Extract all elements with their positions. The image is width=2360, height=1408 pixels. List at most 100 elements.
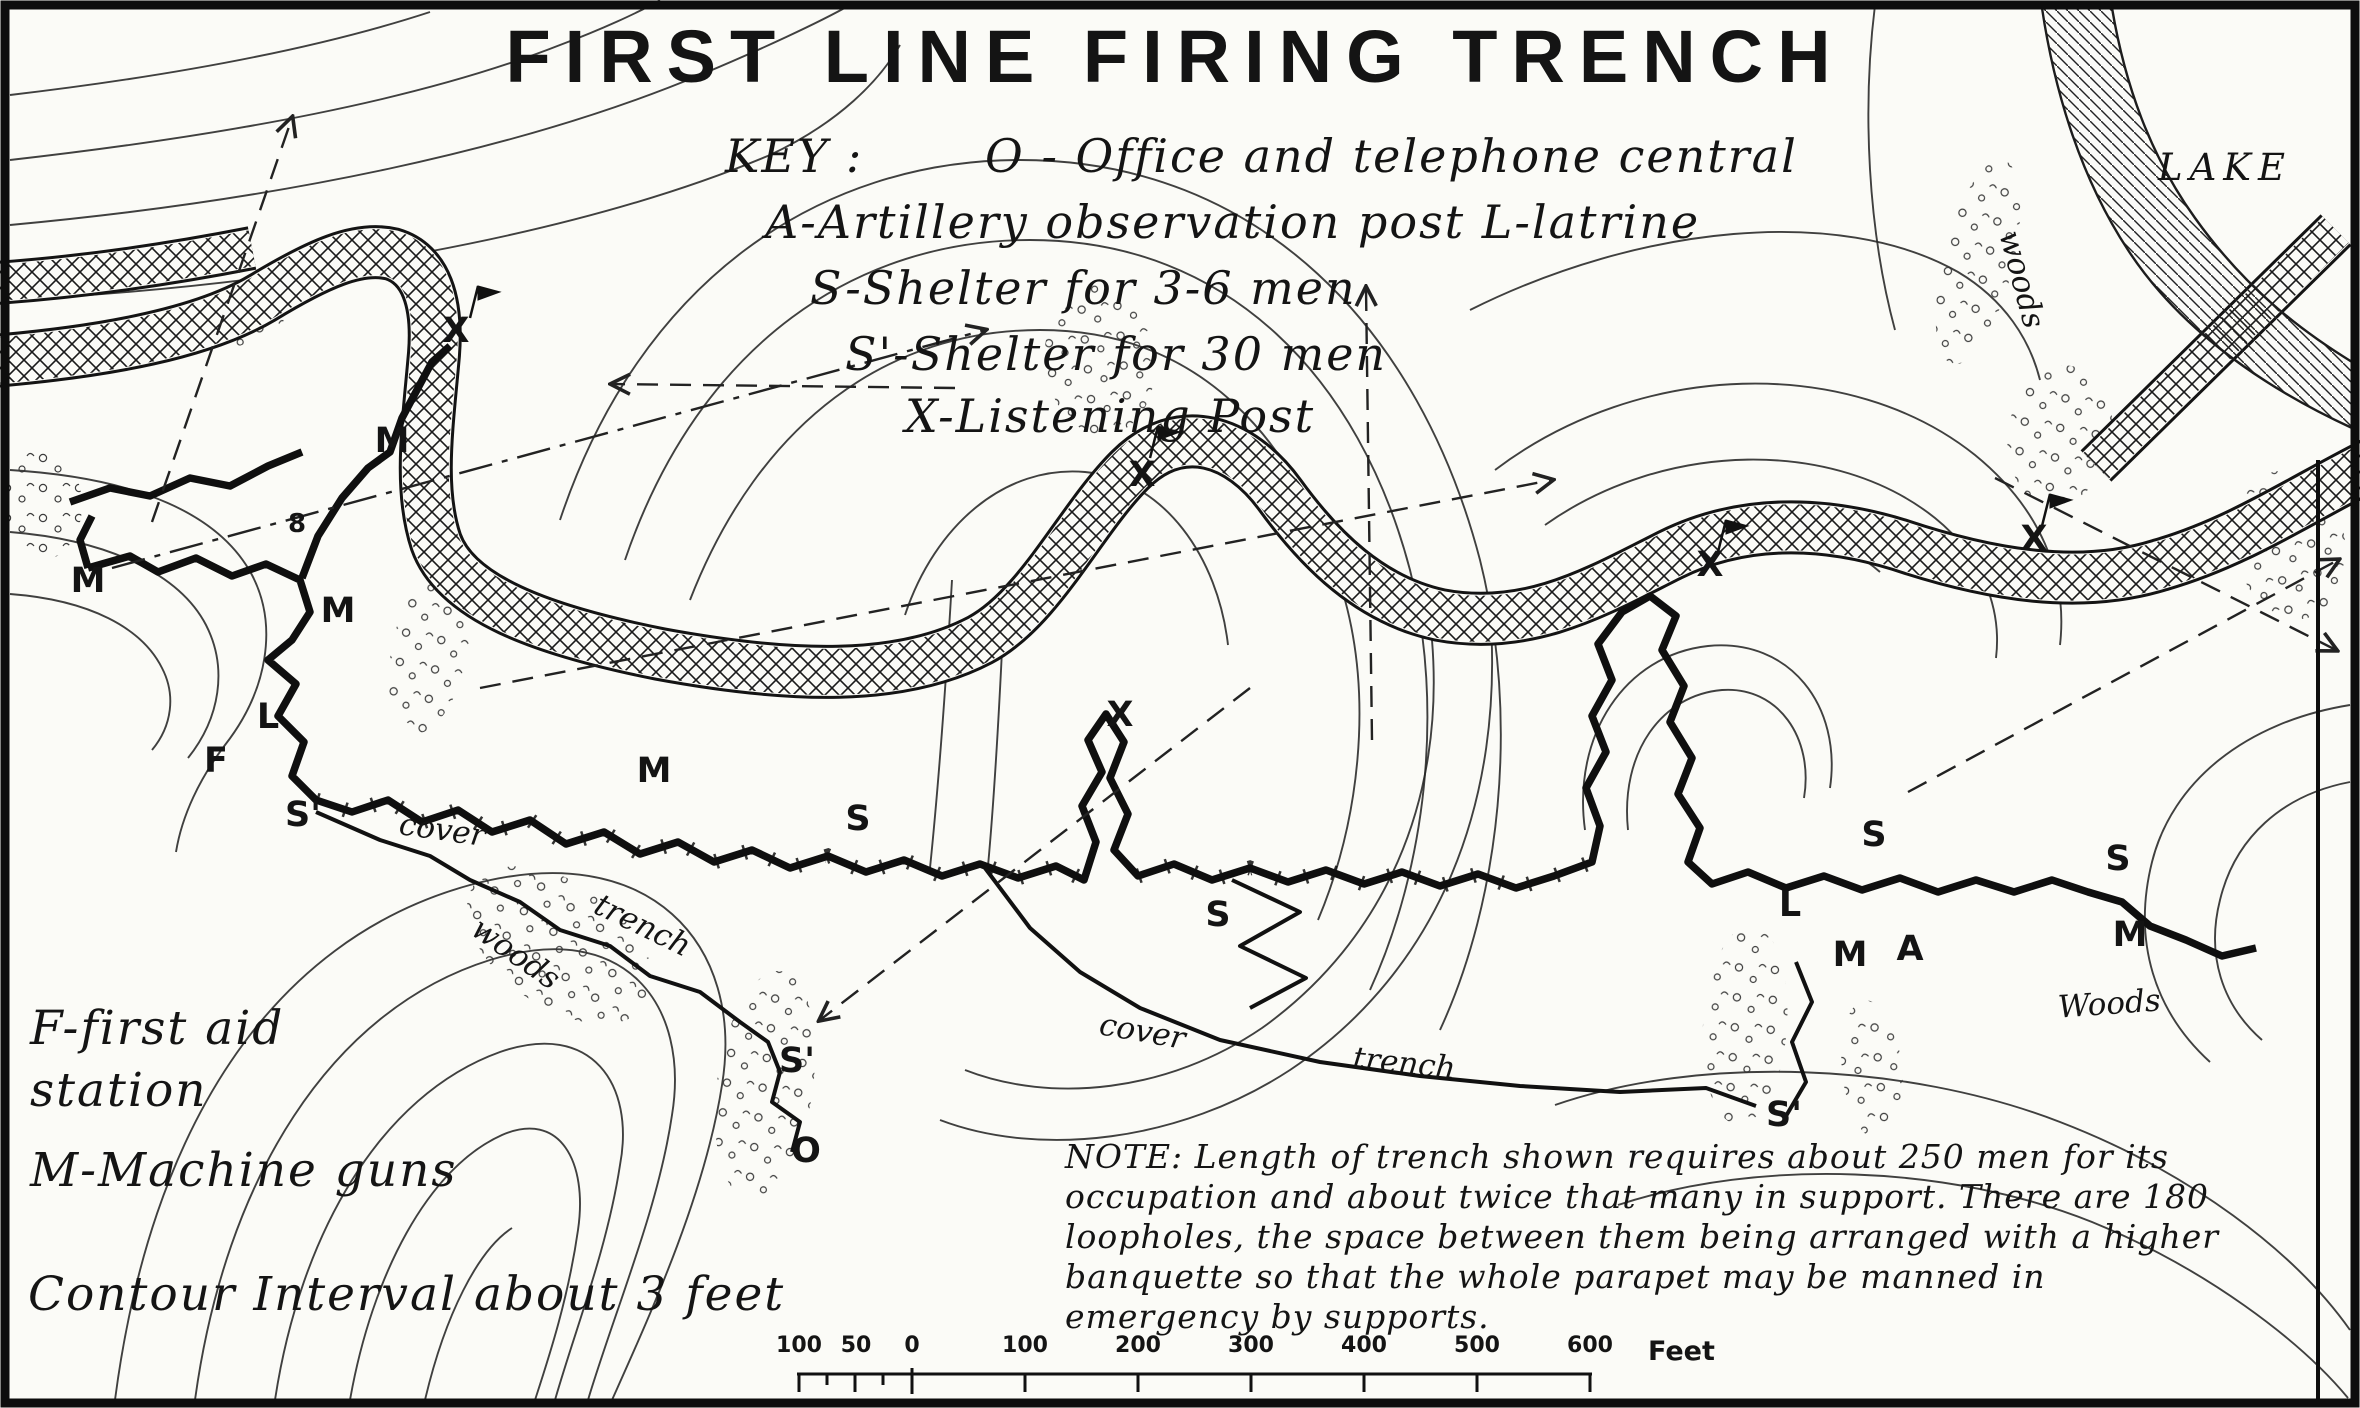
- marker-machine-gun: M: [321, 591, 356, 631]
- firing-trench-line: [68, 448, 304, 506]
- note-line-4: banquette so that the whole parapet may …: [1065, 1257, 2046, 1296]
- cover-label: cover: [397, 806, 490, 854]
- pennant-flag: [1157, 425, 1182, 441]
- woods-areas: [2, 159, 2347, 1200]
- scale-tick-label: 300: [1228, 1333, 1274, 1358]
- marker-machine-gun: M: [1833, 935, 1868, 975]
- scale-tick-label: 50: [841, 1333, 872, 1358]
- marker-shelter: S: [1861, 815, 1886, 855]
- field-of-fire-arrow: [1366, 288, 1372, 741]
- marker-shelter-large: S': [285, 795, 321, 835]
- map-title: FIRST LINE FIRING TRENCH: [505, 15, 1844, 98]
- key-entry-listening-post: X-Listening Post: [902, 389, 1315, 443]
- marker-artillery-post: A: [1896, 929, 1923, 969]
- note-line-3: loopholes, the space between them being …: [1065, 1217, 2220, 1256]
- marker-shelter-large: S': [779, 1041, 815, 1081]
- woods-area: [388, 566, 472, 734]
- legend-first-aid-line1: F-first aid: [29, 1001, 284, 1056]
- marker-machine-gun: M: [637, 751, 672, 791]
- scale-tick-label: 500: [1454, 1333, 1500, 1358]
- woods-label: Woods: [2057, 982, 2162, 1025]
- lake-shoreline: [2110, 7, 2353, 364]
- note-line-1: NOTE: Length of trench shown requires ab…: [1064, 1137, 2169, 1176]
- point-markers: X M M M 8 L F S' M S X X S S' O X X S L …: [71, 311, 2148, 1171]
- map-legend: F-first aid station M-Machine guns Conto…: [28, 1001, 785, 1322]
- scale-tick-label: 100: [776, 1333, 822, 1358]
- flag-pole: [2040, 493, 2052, 527]
- woods-area: [714, 970, 816, 1200]
- key-heading: KEY :: [724, 129, 863, 183]
- marker-listening-post: X: [1129, 455, 1156, 495]
- flag-pole: [1716, 519, 1728, 553]
- firing-trench-line: [86, 552, 2257, 960]
- firing-trench-line: [76, 514, 96, 570]
- marker-first-aid: F: [204, 741, 228, 781]
- marker-figure-eight: 8: [288, 509, 306, 539]
- key-entry-office: O - Office and telephone central: [985, 129, 1798, 183]
- marker-listening-post: X: [443, 311, 470, 351]
- woods-area: [1935, 159, 2021, 365]
- field-of-fire-arrow: [111, 330, 985, 570]
- marker-latrine: L: [257, 697, 279, 737]
- listening-post-flags: [468, 285, 2074, 553]
- field-of-fire-arrow: [820, 687, 1251, 1020]
- cover-trench-line: [1784, 961, 1814, 1118]
- lake-shoreline: [2040, 7, 2353, 430]
- trench-label: trench: [1351, 1040, 1457, 1087]
- marker-shelter-large: S': [1766, 1095, 1802, 1135]
- pennant-flag: [2049, 493, 2074, 509]
- marker-office: O: [791, 1131, 821, 1171]
- key-entry-shelter-small: S-Shelter for 3-6 men: [810, 261, 1357, 315]
- field-of-fire-arrow: [150, 118, 292, 523]
- field-of-fire-arrows: [111, 118, 2338, 1020]
- pennant-flag: [1725, 519, 1750, 535]
- marker-latrine: L: [1779, 885, 1801, 925]
- marker-machine-gun: M: [375, 421, 410, 461]
- woods-area: [2007, 365, 2113, 505]
- scale-unit-label: Feet: [1648, 1336, 1715, 1367]
- traverse-zigzag: [1231, 878, 1308, 1010]
- cover-label: cover: [1097, 1006, 1191, 1057]
- key-entry-shelter-large: S'-Shelter for 30 men: [845, 327, 1387, 381]
- cover-trench-line: [315, 810, 802, 1153]
- scale-tick-label: 200: [1115, 1333, 1161, 1358]
- note-line-5: emergency by supports.: [1065, 1297, 1490, 1336]
- marker-listening-post: X: [2021, 519, 2048, 559]
- note-line-2: occupation and about twice that many in …: [1065, 1177, 2209, 1216]
- lake-area: [2040, 7, 2353, 430]
- scale-tick-label: 400: [1341, 1333, 1387, 1358]
- marker-machine-gun: M: [71, 561, 106, 601]
- marker-listening-post: X: [1107, 695, 1134, 735]
- contour-interval-note: Contour Interval about 3 feet: [28, 1267, 785, 1322]
- woods-area: [466, 866, 654, 1024]
- woods-area: [1044, 285, 1156, 435]
- marker-machine-gun: M: [2113, 915, 2148, 955]
- marker-shelter: S: [2105, 839, 2130, 879]
- map-note: NOTE: Length of trench shown requires ab…: [1064, 1137, 2220, 1336]
- field-of-fire-arrow: [479, 480, 1552, 690]
- field-of-fire-arrow: [1907, 560, 2338, 794]
- woods-area: [1702, 925, 1788, 1125]
- legend-machine-guns: M-Machine guns: [29, 1143, 458, 1198]
- firing-trench-line: [298, 343, 453, 580]
- marker-shelter: S: [1205, 895, 1230, 935]
- flag-pole: [468, 285, 480, 319]
- firing-trench: [68, 343, 2257, 960]
- marker-listening-post: X: [1697, 545, 1724, 585]
- flag-pole: [1148, 425, 1160, 459]
- key-entry-artillery-latrine: A-Artillery observation post L-latrine: [761, 195, 1700, 249]
- map-key: KEY : O - Office and telephone central A…: [724, 129, 1798, 443]
- marker-shelter: S: [845, 799, 870, 839]
- woods-area: [2, 450, 82, 560]
- scale-tick-label: 600: [1567, 1333, 1613, 1358]
- scale-bar: 100 50 0 100 200 300 400 500 600 Feet: [776, 1333, 1715, 1394]
- pennant-flag: [477, 285, 502, 301]
- woods-area: [1841, 1000, 1903, 1140]
- cover-trench-line: [983, 866, 1757, 1108]
- cover-trenches: [315, 810, 1814, 1153]
- scale-tick-label: 0: [904, 1333, 919, 1358]
- scale-tick-label: 100: [1002, 1333, 1048, 1358]
